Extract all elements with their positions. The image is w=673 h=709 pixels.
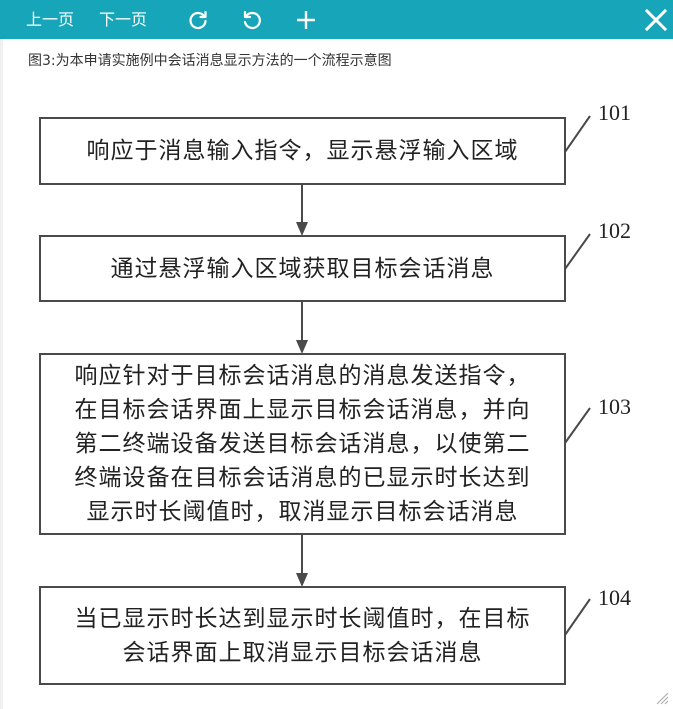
flow-step-text: 通过悬浮输入区域获取目标会话消息 [110, 255, 495, 282]
step-label-104: 104 [598, 585, 631, 610]
rotate-clockwise-icon[interactable] [187, 9, 209, 31]
zoom-in-plus-icon[interactable] [295, 9, 317, 31]
flow-step-102: 通过悬浮输入区域获取目标会话消息 [39, 235, 566, 302]
figure-caption: 图3:为本申请实施例中会话消息显示方法的一个流程示意图 [28, 53, 392, 69]
flow-step-text: 当已显示时长达到显示时长阈值时，在目标 会话界面上取消显示目标会话消息 [74, 605, 531, 666]
next-page-button[interactable]: 下一页 [99, 10, 148, 29]
flow-step-text: 响应于消息输入指令，显示悬浮输入区域 [86, 138, 519, 164]
resize-grip-icon[interactable] [655, 691, 669, 705]
flow-step-104: 当已显示时长达到显示时长阈值时，在目标 会话界面上取消显示目标会话消息 [39, 586, 566, 685]
close-icon[interactable] [644, 8, 668, 32]
step-label-102: 102 [598, 218, 631, 243]
step-label-103: 103 [598, 394, 631, 419]
step-label-101: 101 [598, 100, 631, 125]
flow-step-101: 响应于消息输入指令，显示悬浮输入区域 [39, 117, 566, 185]
viewer-toolbar: 上一页 下一页 [0, 0, 673, 39]
page-edge [0, 39, 3, 709]
flow-step-103: 响应针对于目标会话消息的消息发送指令， 在目标会话界面上显示目标会话消息，并向 … [39, 353, 566, 535]
flow-step-text: 响应针对于目标会话消息的消息发送指令， 在目标会话界面上显示目标会话消息，并向 … [74, 363, 531, 525]
prev-page-button[interactable]: 上一页 [26, 10, 75, 29]
rotate-counterclockwise-icon[interactable] [241, 9, 263, 31]
